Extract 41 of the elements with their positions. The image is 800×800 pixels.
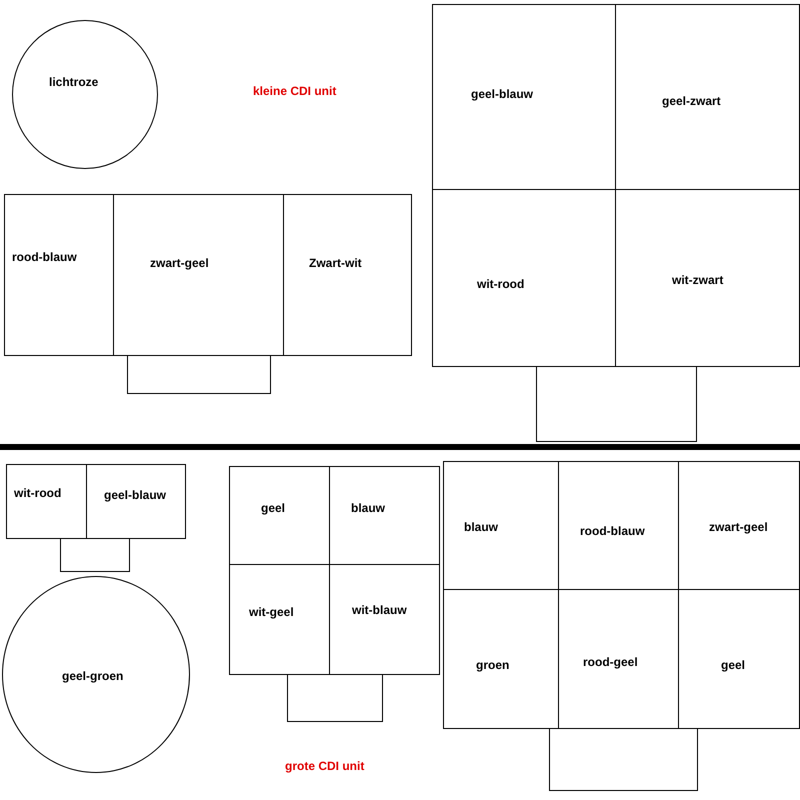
connector-cell (283, 194, 412, 356)
wire-color-label: wit-blauw (352, 603, 407, 617)
wire-color-label: blauw (351, 501, 386, 515)
connector-cell (4, 194, 114, 356)
wire-color-label: wit-rood (14, 486, 62, 500)
wire-color-label: geel (721, 658, 746, 672)
connector-cell (615, 4, 800, 190)
wire-color-label: wit-zwart (672, 273, 724, 287)
connector-cell (432, 4, 616, 190)
connector-circle (12, 20, 158, 169)
connector-cell (113, 194, 284, 356)
unit-title: kleine CDI unit (253, 84, 336, 98)
wire-color-label: geel-blauw (104, 488, 166, 502)
wire-color-label: rood-geel (583, 655, 638, 669)
connector-tab (60, 538, 130, 572)
wire-color-label: wit-rood (477, 277, 524, 291)
connector-tab (549, 728, 698, 791)
connector-cell (678, 461, 800, 590)
wire-color-label: blauw (464, 520, 498, 534)
connector-cell (443, 461, 559, 590)
connector-tab (536, 366, 697, 442)
connector-cell (6, 464, 87, 539)
wire-color-label: rood-blauw (12, 250, 77, 264)
wire-color-label: geel-zwart (662, 94, 721, 108)
wire-color-label: wit-geel (249, 605, 294, 619)
wire-color-label: zwart-geel (709, 520, 768, 534)
connector-cell (229, 466, 330, 565)
wire-color-label: rood-blauw (580, 524, 645, 538)
wire-color-label: zwart-geel (150, 256, 209, 270)
wire-color-label: lichtroze (49, 75, 98, 89)
connector-circle (2, 576, 190, 773)
connector-tab (287, 674, 383, 722)
wire-color-label: groen (476, 658, 510, 672)
connector-tab (127, 355, 271, 394)
connector-cell (329, 466, 440, 565)
wire-color-label: geel-groen (62, 669, 124, 683)
wire-color-label: geel (261, 501, 286, 515)
wire-color-label: geel-blauw (471, 87, 534, 101)
connector-cell (86, 464, 186, 539)
wire-color-label: Zwart-wit (309, 256, 362, 270)
unit-title: grote CDI unit (285, 759, 364, 773)
